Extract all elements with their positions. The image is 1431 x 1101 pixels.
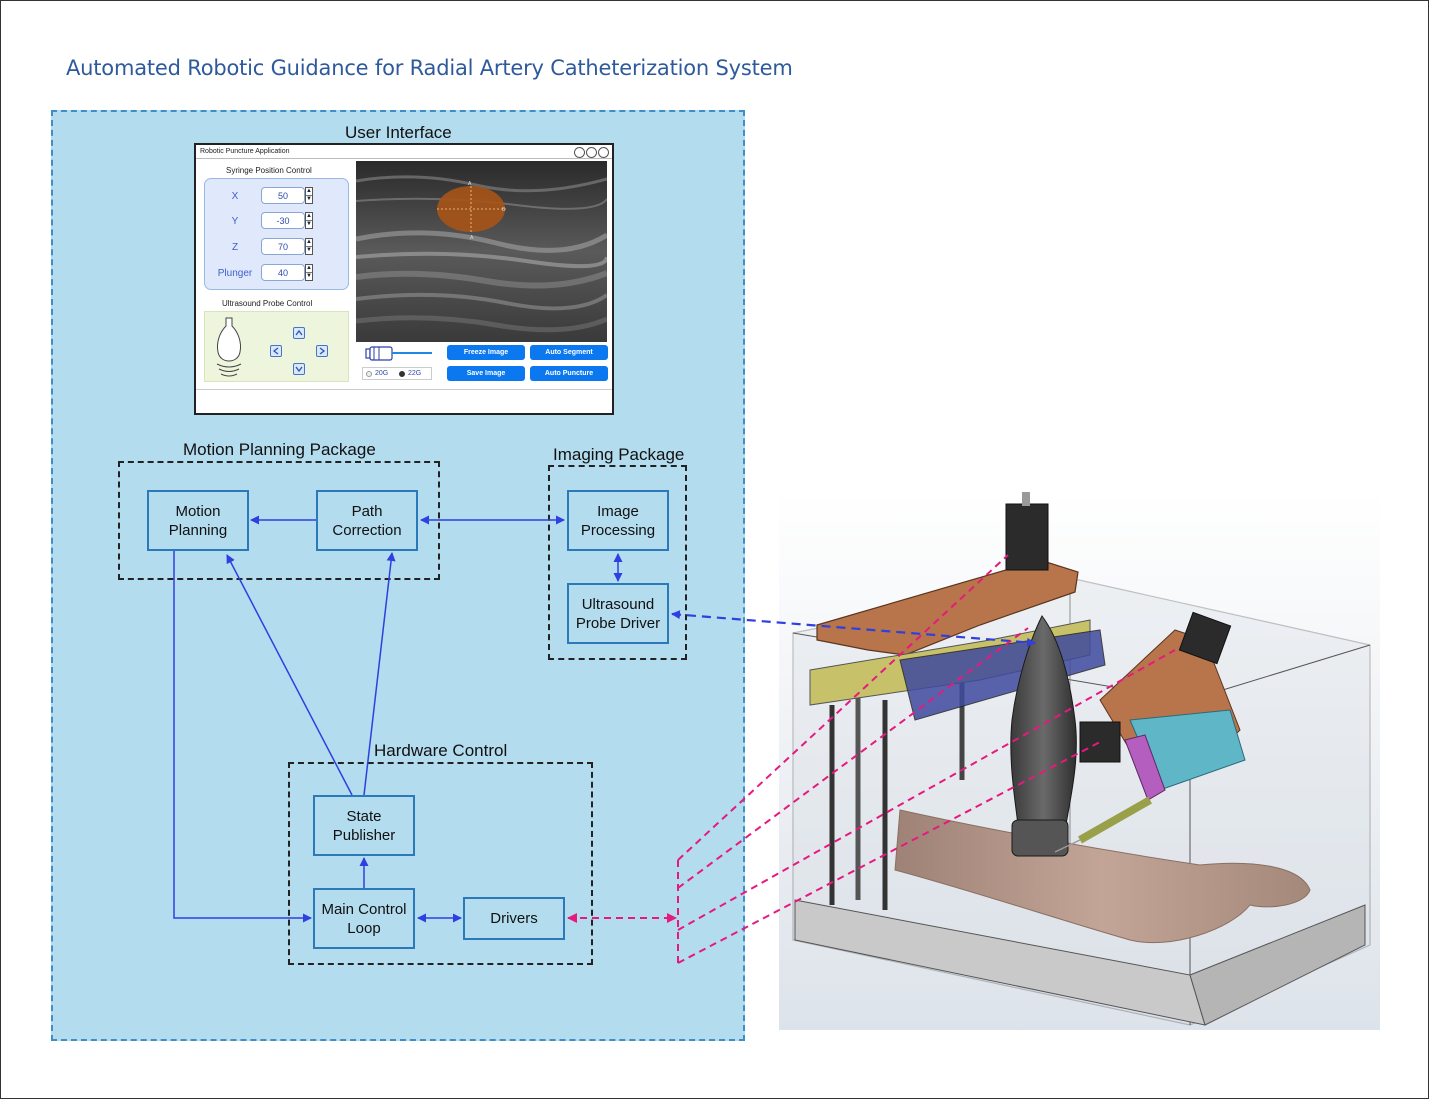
image-processing-node: Image Processing [567, 490, 669, 551]
field-label-y: Y [231, 216, 239, 227]
status-divider [196, 389, 612, 390]
app-window: Robotic Puncture Application Syringe Pos… [194, 143, 614, 415]
marker-right: B [502, 207, 506, 213]
minimize-button[interactable] [574, 147, 585, 158]
auto-segment-button[interactable]: Auto Segment [530, 345, 608, 360]
maximize-button[interactable] [586, 147, 597, 158]
auto-puncture-button[interactable]: Auto Puncture [530, 366, 608, 381]
field-label-plunger: Plunger [217, 268, 253, 279]
probe-control-panel [204, 311, 349, 382]
gauge-selector: 20G 22G [362, 367, 432, 380]
hardware-control-label: Hardware Control [374, 741, 508, 760]
drivers-node: Drivers [463, 897, 565, 940]
field-label-x: X [231, 191, 239, 202]
window-controls [574, 147, 609, 158]
freeze-image-button[interactable]: Freeze Image [447, 345, 525, 360]
field-row-plunger: Plunger ▲▼ [205, 264, 348, 284]
imaging-package-label: Imaging Package [553, 445, 685, 464]
field-label-z: Z [231, 242, 239, 253]
z-stepper[interactable]: ▲▼ [305, 238, 313, 255]
state-publisher-node-label: State Publisher [332, 807, 396, 844]
main-control-loop-node-label: Main Control Loop [321, 900, 407, 937]
motion-planning-node-label: Motion Planning [168, 502, 228, 539]
probe-up-button[interactable] [293, 327, 305, 339]
gauge-label-20g: 20G [375, 370, 389, 377]
chevron-left-icon [272, 347, 279, 355]
main-control-loop-node: Main Control Loop [313, 888, 415, 949]
user-interface-label: User Interface [345, 123, 452, 142]
ultrasound-image: A A B [356, 161, 607, 342]
drivers-node-label: Drivers [490, 910, 538, 927]
field-row-z: Z ▲▼ [205, 238, 348, 258]
state-publisher-node: State Publisher [313, 795, 415, 856]
gauge-radio-22g[interactable] [399, 371, 405, 377]
path-correction-node-label: Path Correction [332, 502, 402, 539]
probe-left-button[interactable] [270, 345, 282, 357]
ultrasound-probe-icon [216, 317, 242, 377]
z-input[interactable] [261, 238, 305, 255]
marker-top: A [468, 181, 472, 187]
needle-icon [365, 346, 432, 361]
figure-title: Automated Robotic Guidance for Radial Ar… [66, 56, 793, 80]
ultrasound-probe-driver-node-label: Ultrasound Probe Driver [575, 595, 661, 632]
ultrasound-probe-driver-node: Ultrasound Probe Driver [567, 583, 669, 644]
title-divider [196, 158, 612, 159]
chevron-up-icon [295, 329, 303, 336]
probe-section-title: Ultrasound Probe Control [222, 299, 313, 308]
gauge-radio-20g[interactable] [366, 371, 372, 377]
gauge-label-22g: 22G [408, 370, 422, 377]
probe-right-button[interactable] [316, 345, 328, 357]
marker-bottom: A [470, 235, 474, 241]
field-row-y: Y ▲▼ [205, 212, 348, 232]
syringe-section-title: Syringe Position Control [226, 166, 312, 175]
y-stepper[interactable]: ▲▼ [305, 212, 313, 229]
plunger-input[interactable] [261, 264, 305, 281]
motion-planning-node: Motion Planning [147, 490, 249, 551]
y-input[interactable] [261, 212, 305, 229]
path-correction-node: Path Correction [316, 490, 418, 551]
ultrasound-image-view[interactable]: A A B [356, 161, 607, 342]
probe-down-button[interactable] [293, 363, 305, 375]
x-stepper[interactable]: ▲▼ [305, 187, 313, 204]
image-processing-node-label: Image Processing [580, 502, 656, 539]
field-row-x: X ▲▼ [205, 187, 348, 207]
motion-planning-package-label: Motion Planning Package [183, 440, 376, 459]
plunger-stepper[interactable]: ▲▼ [305, 264, 313, 281]
chevron-down-icon [295, 366, 303, 373]
app-window-title: Robotic Puncture Application [200, 148, 290, 155]
syringe-control-panel: X ▲▼ Y ▲▼ Z ▲▼ Plunger ▲▼ [204, 178, 349, 290]
save-image-button[interactable]: Save Image [447, 366, 525, 381]
x-input[interactable] [261, 187, 305, 204]
close-button[interactable] [598, 147, 609, 158]
chevron-right-icon [319, 347, 326, 355]
